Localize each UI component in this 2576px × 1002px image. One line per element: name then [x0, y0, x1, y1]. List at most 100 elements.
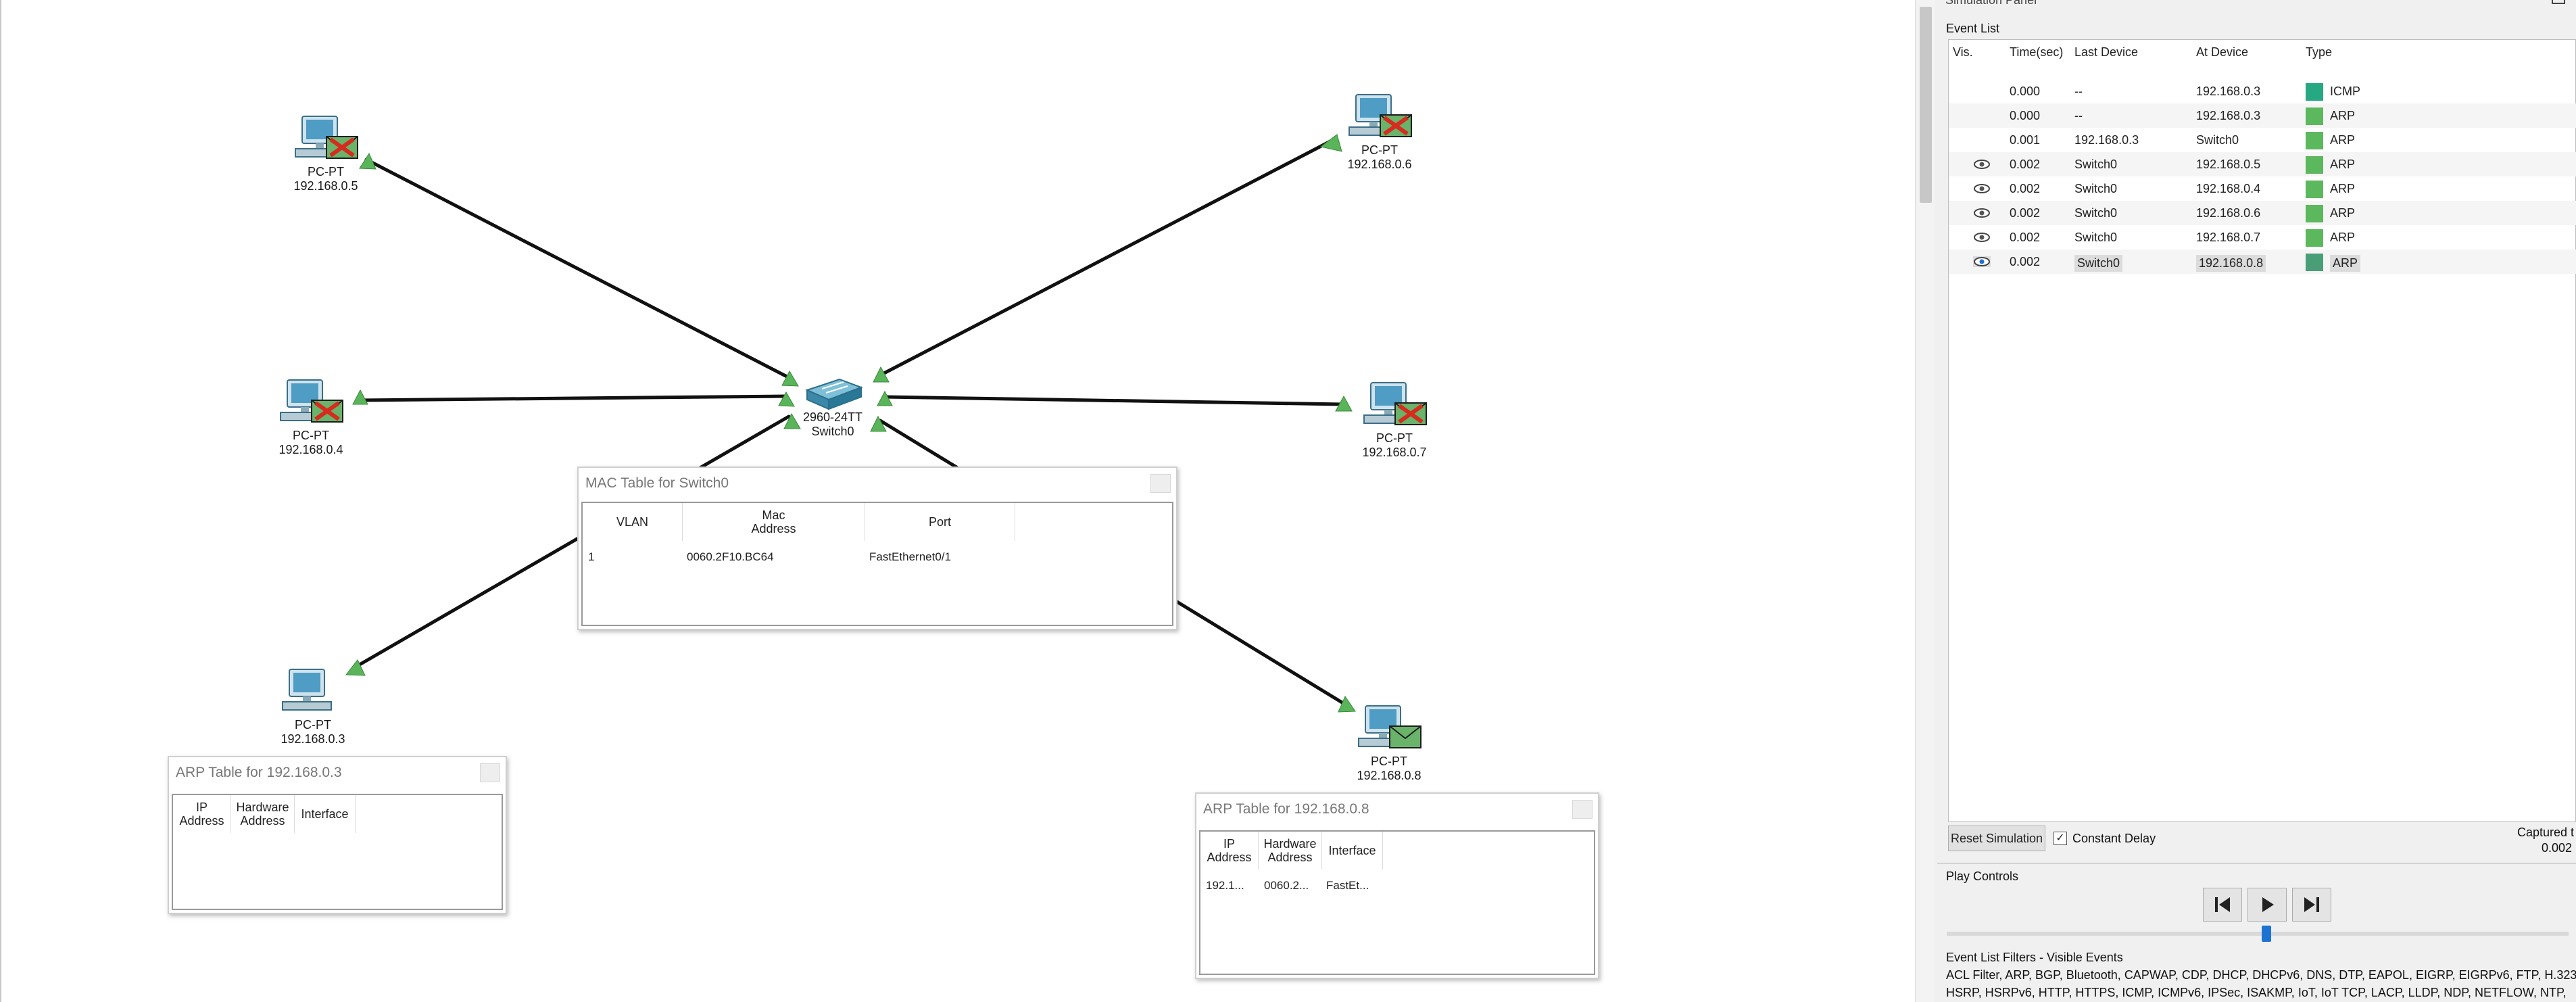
- event-at-device: 192.168.0.8: [2196, 255, 2266, 272]
- mac-table-window[interactable]: MAC Table for Switch0 VLAN Mac Address P…: [577, 467, 1177, 630]
- workspace-scrollbar[interactable]: [1915, 0, 1935, 1002]
- arp-col-ip[interactable]: IP Address: [173, 795, 231, 833]
- link-pc4: [358, 394, 789, 402]
- type-color-swatch: [2306, 108, 2323, 125]
- logical-workspace[interactable]: 2960-24TT Switch0 PC-PT 192.168.0.5 PC-P…: [0, 0, 1915, 1002]
- type-color-swatch: [2306, 205, 2323, 222]
- event-last-device: --: [2074, 85, 2083, 98]
- event-filters-label: Event List Filters - Visible Events: [1946, 951, 2123, 964]
- link-light: [873, 366, 890, 383]
- event-last-device: Switch0: [2074, 158, 2118, 171]
- link-light: [359, 152, 376, 170]
- event-list[interactable]: Vis. Time(sec) Last Device At Device Typ…: [1948, 39, 2576, 822]
- pc-192-168-0-4[interactable]: PC-PT 192.168.0.4: [274, 377, 348, 457]
- envelope-failed-icon: [1394, 402, 1427, 425]
- arp-col-hw[interactable]: Hardware Address: [231, 795, 295, 833]
- slider-thumb[interactable]: [2262, 926, 2271, 942]
- event-type: ARP: [2330, 255, 2361, 272]
- type-color-swatch: [2306, 254, 2323, 271]
- eye-icon[interactable]: [1973, 183, 1991, 194]
- divider: [1937, 863, 2576, 864]
- arp-col-iface[interactable]: Interface: [1322, 832, 1383, 869]
- col-last-device[interactable]: Last Device: [2074, 45, 2139, 59]
- panel-title: Simulation Panel: [1945, 0, 2037, 7]
- captured-value: 0.002: [2542, 841, 2573, 855]
- eye-icon[interactable]: [1973, 256, 1991, 267]
- event-at-device: Switch0: [2196, 133, 2239, 147]
- event-at-device: 192.168.0.7: [2196, 231, 2261, 244]
- pc-192-168-0-3[interactable]: PC-PT 192.168.0.3: [276, 667, 350, 746]
- event-type: ARP: [2330, 206, 2356, 220]
- pc-type: PC-PT: [295, 718, 331, 732]
- close-button[interactable]: [1150, 474, 1171, 493]
- switch-icon: [805, 378, 863, 410]
- envelope-failed-icon: [326, 136, 358, 159]
- arp-table-pc3-window[interactable]: ARP Table for 192.168.0.3 IP Address Har…: [168, 756, 507, 914]
- col-time[interactable]: Time(sec): [2010, 45, 2064, 59]
- step-back-button[interactable]: [2203, 888, 2242, 922]
- col-vis[interactable]: Vis.: [1953, 45, 1973, 59]
- close-button[interactable]: [480, 763, 500, 782]
- eye-icon[interactable]: [1973, 232, 1991, 243]
- link-light: [781, 370, 799, 387]
- arp-table-pc8-window[interactable]: ARP Table for 192.168.0.8 IP Address Har…: [1195, 792, 1599, 979]
- event-at-device: 192.168.0.5: [2196, 158, 2261, 171]
- arp-table: IP Address Hardware Address Interface: [172, 794, 503, 910]
- scrollbar-thumb[interactable]: [1920, 7, 1932, 203]
- event-at-device: 192.168.0.3: [2196, 85, 2261, 98]
- pc-type: PC-PT: [308, 165, 344, 178]
- mac-vlan: 1: [588, 550, 595, 563]
- step-back-icon: [2215, 897, 2230, 912]
- arp-col-hw[interactable]: Hardware Address: [1259, 832, 1322, 869]
- pc-192-168-0-5[interactable]: PC-PT 192.168.0.5: [289, 114, 363, 193]
- pc-192-168-0-7[interactable]: PC-PT 192.168.0.7: [1357, 380, 1432, 460]
- arp-col-ip[interactable]: IP Address: [1200, 832, 1259, 869]
- eye-icon[interactable]: [1973, 159, 1991, 170]
- arp-table-title: ARP Table for 192.168.0.3: [176, 765, 342, 780]
- mac-address: 0060.2F10.BC64: [687, 550, 774, 563]
- arp-table-title: ARP Table for 192.168.0.8: [1203, 801, 1369, 817]
- pc-192-168-0-6[interactable]: PC-PT 192.168.0.6: [1342, 92, 1417, 172]
- play-speed-slider[interactable]: [1947, 926, 2569, 942]
- eye-icon[interactable]: [1973, 208, 1991, 218]
- reset-simulation-button[interactable]: Reset Simulation: [1948, 826, 2045, 851]
- event-time: 0.002: [2010, 182, 2041, 195]
- restore-icon[interactable]: [2552, 0, 2565, 4]
- link-light: [778, 391, 795, 407]
- arp-ip: 192.1...: [1206, 879, 1244, 892]
- col-type[interactable]: Type: [2306, 45, 2333, 59]
- event-at-device: 192.168.0.3: [2196, 109, 2261, 122]
- col-at-device[interactable]: At Device: [2196, 45, 2249, 59]
- constant-delay-checkbox[interactable]: ✓: [2053, 832, 2067, 845]
- panel-titlebar: Simulation Panel: [1937, 0, 2576, 7]
- close-button[interactable]: [1572, 800, 1593, 819]
- mac-col-port[interactable]: Port: [865, 503, 1015, 541]
- envelope-failed-icon: [1380, 114, 1412, 137]
- arp-table: IP Address Hardware Address Interface 19…: [1199, 830, 1595, 975]
- mac-col-vlan[interactable]: VLAN: [583, 503, 683, 541]
- play-button[interactable]: [2247, 888, 2287, 922]
- pc-ip: 192.168.0.3: [281, 732, 345, 746]
- pc-192-168-0-8[interactable]: PC-PT 192.168.0.8: [1352, 703, 1426, 783]
- captured-label: Captured t: [2517, 826, 2575, 839]
- event-at-device: 192.168.0.6: [2196, 206, 2261, 220]
- arp-col-iface[interactable]: Interface: [295, 795, 356, 833]
- switch0[interactable]: 2960-24TT Switch0: [792, 375, 873, 439]
- event-type: ARP: [2330, 158, 2356, 171]
- constant-delay-label: Constant Delay: [2072, 832, 2156, 845]
- mac-port: FastEthernet0/1: [869, 550, 951, 563]
- pc-icon: [1363, 382, 1427, 425]
- link-pc6: [879, 139, 1334, 377]
- arp-hw: 0060.2...: [1264, 879, 1309, 892]
- type-color-swatch: [2306, 156, 2323, 174]
- step-forward-button[interactable]: [2292, 888, 2331, 922]
- mac-col-mac[interactable]: Mac Address: [683, 503, 865, 541]
